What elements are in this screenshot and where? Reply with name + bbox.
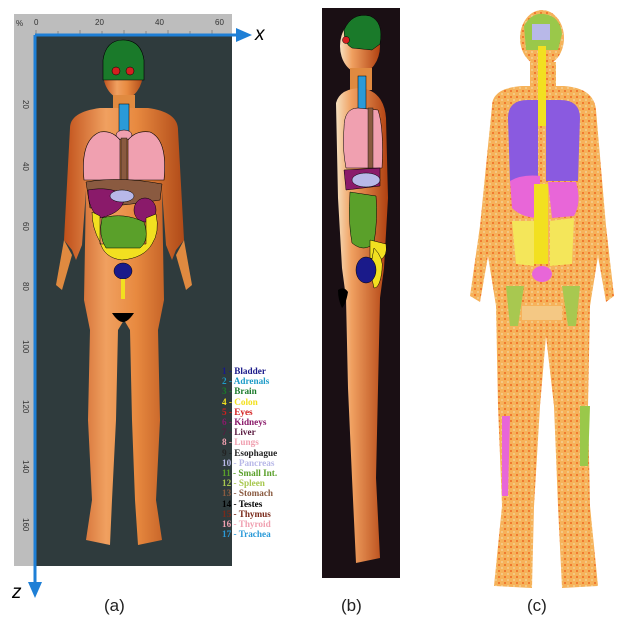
legend-item: 8 - Lungs [222,437,277,447]
caption-b: (b) [341,596,362,616]
legend-item-name: Pancreas [239,458,275,468]
phantom-side-figure [322,8,400,578]
legend-item-name: Bladder [234,366,266,376]
legend-item: 11 - Small Int. [222,468,277,478]
legend-item: 15 - Thymus [222,509,277,519]
legend-item-name: Eyes [234,407,252,417]
legend-item-name: Small Int. [238,468,277,478]
z-tick-label: 120 [21,400,30,414]
legend-item: 1 - Bladder [222,366,277,376]
legend-item-number: 17 [222,529,231,539]
z-axis-arrowhead [28,582,42,598]
legend-item-name: Spleen [239,478,265,488]
x-tick-label: 0 [34,18,39,27]
x-axis-label: x [254,24,266,45]
legend-item-number: 13 [222,488,231,498]
x-tick-label: 20 [95,18,104,27]
legend-item-name: Kidneys [234,417,266,427]
legend-item-name: Testes [239,499,263,509]
z-tick-label: 20 [21,100,30,109]
legend-item-number: 11 [222,468,231,478]
x-axis-arrowhead [236,28,252,42]
legend-item-name: Thyroid [239,519,271,529]
legend-item-number: 16 [222,519,231,529]
legend-item: 12 - Spleen [222,478,277,488]
legend-item-number: 15 [222,509,231,519]
x-tick-label: 40 [155,18,164,27]
legend-item-number: 12 [222,478,231,488]
legend-item-name: Colon [234,397,258,407]
x-tick-label: 60 [215,18,224,27]
legend-item: 2 - Adrenals [222,376,277,386]
legend-item-name: Thymus [239,509,271,519]
legend-item-name: Adrenals [234,376,270,386]
legend-item: 7 - Liver [222,427,277,437]
caption-c: (c) [527,596,547,616]
corner-label: % [16,19,23,28]
legend-item: 13 - Stomach [222,488,277,498]
legend-item-number: 14 [222,499,231,509]
organ-legend: 1 - Bladder2 - Adrenals3 - Brain4 - Colo… [222,366,277,539]
z-axis-label: z [11,582,22,603]
z-tick-label: 100 [21,340,30,354]
legend-item: 4 - Colon [222,397,277,407]
legend-item: 10 - Pancreas [222,458,277,468]
legend-item: 16 - Thyroid [222,519,277,529]
legend-item-name: Brain [234,386,256,396]
z-tick-label: 40 [21,162,30,171]
top-ruler [18,14,232,34]
legend-item: 17 - Trachea [222,529,277,539]
z-tick-label: 160 [21,518,30,532]
phantom-voxel-panel [462,6,627,594]
legend-item-name: Esophague [234,448,277,458]
legend-item: 14 - Testes [222,499,277,509]
phantom-side-panel [322,8,400,578]
legend-item-name: Stomach [239,488,273,498]
legend-item-number: 10 [222,458,231,468]
z-tick-label: 140 [21,460,30,474]
legend-item-name: Lungs [234,437,259,447]
legend-item-name: Trachea [239,529,271,539]
phantom-voxel-figure [462,6,627,594]
legend-item: 9 - Esophague [222,448,277,458]
legend-item: 6 - Kidneys [222,417,277,427]
z-tick-label: 80 [21,282,30,291]
legend-item: 5 - Eyes [222,407,277,417]
legend-item: 3 - Brain [222,386,277,396]
z-tick-label: 60 [21,222,30,231]
caption-a: (a) [104,596,125,616]
legend-item-name: Liver [234,427,255,437]
